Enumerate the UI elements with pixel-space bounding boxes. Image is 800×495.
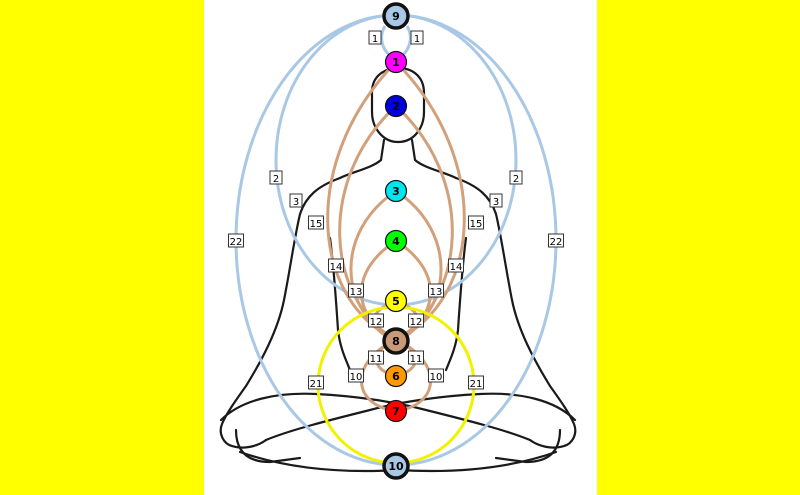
edge-label-box	[408, 313, 424, 328]
edge-label-box	[308, 215, 324, 230]
node-2: 2	[384, 94, 408, 118]
edge-label: 12	[368, 313, 384, 328]
edge-label-text: 11	[370, 354, 383, 365]
edge-label-box	[428, 283, 444, 298]
node-8: 8	[382, 327, 410, 355]
node-3: 3	[384, 179, 408, 203]
edge-label-box	[308, 375, 324, 390]
edge-label: 3	[489, 193, 503, 208]
edge-label: 14	[328, 258, 344, 273]
edge-label-text: 14	[330, 262, 343, 273]
node-10-label: 10	[388, 460, 404, 473]
edge-label: 15	[468, 215, 484, 230]
edge-label: 1	[410, 30, 424, 45]
node-4-circle	[384, 229, 408, 253]
edge-label: 22	[548, 233, 564, 248]
edge-label-text: 15	[310, 219, 323, 230]
node-5-circle	[384, 289, 408, 313]
edge-label: 10	[428, 368, 444, 383]
edge-label-text: 13	[350, 287, 363, 298]
edge-label-text: 14	[450, 262, 463, 273]
edge-label-text: 11	[410, 354, 423, 365]
node-4: 4	[384, 229, 408, 253]
node-1: 1	[384, 50, 408, 74]
edge-label-box	[269, 170, 283, 185]
node-6-label: 6	[392, 370, 400, 383]
edge-label-text: 10	[350, 372, 363, 383]
edge-label-box	[348, 283, 364, 298]
node-4-label: 4	[392, 235, 400, 248]
edge-label-box	[368, 30, 382, 45]
node-1-circle	[384, 50, 408, 74]
edge-label-text: 13	[430, 287, 443, 298]
edge-label-box	[509, 170, 523, 185]
node-10: 10	[382, 452, 410, 480]
node-1-label: 1	[392, 56, 400, 69]
edge-label: 13	[348, 283, 364, 298]
edge-label: 1	[368, 30, 382, 45]
edge-label: 3	[289, 193, 303, 208]
edge-label-box	[368, 313, 384, 328]
edge-label-text: 3	[493, 197, 499, 208]
edge-label-box	[408, 350, 424, 365]
edge-label-box	[448, 258, 464, 273]
node-9: 9	[382, 2, 410, 30]
edge-label-text: 2	[513, 174, 519, 185]
node-3-circle	[384, 179, 408, 203]
edge-label-box	[548, 233, 564, 248]
node-2-circle	[384, 94, 408, 118]
node-6-circle	[384, 364, 408, 388]
edge-label: 14	[448, 258, 464, 273]
edge-label: 13	[428, 283, 444, 298]
node-8-label: 8	[392, 335, 400, 348]
edge-label: 10	[348, 368, 364, 383]
edge-label-box	[228, 233, 244, 248]
edge-label-box	[489, 193, 503, 208]
edge-label: 11	[408, 350, 424, 365]
edge-label-box	[428, 368, 444, 383]
node-8-circle	[382, 327, 410, 355]
edge-label: 21	[468, 375, 484, 390]
edge-label-box	[410, 30, 424, 45]
node-2-label: 2	[392, 100, 400, 113]
edge-label-text: 12	[370, 317, 383, 328]
edge-label: 12	[408, 313, 424, 328]
node-9-circle	[382, 2, 410, 30]
edge-label-box	[468, 215, 484, 230]
edge-label: 21	[308, 375, 324, 390]
edge-label-text: 2	[273, 174, 279, 185]
edge-label-text: 12	[410, 317, 423, 328]
edge-label-box	[368, 350, 384, 365]
node-3-label: 3	[392, 185, 400, 198]
edge-label-box	[468, 375, 484, 390]
edge-label-text: 10	[430, 372, 443, 383]
edge-label-text: 1	[414, 34, 420, 45]
edge-label-text: 21	[310, 379, 323, 390]
node-5-label: 5	[392, 295, 400, 308]
edge-label-box	[348, 368, 364, 383]
edge-label-text: 3	[293, 197, 299, 208]
edge-label: 2	[509, 170, 523, 185]
edge-label-text: 15	[470, 219, 483, 230]
edge-label-text: 21	[470, 379, 483, 390]
edge-label: 15	[308, 215, 324, 230]
edge-label-box	[289, 193, 303, 208]
edge-label-text: 22	[550, 237, 563, 248]
node-6: 6	[384, 364, 408, 388]
node-7-label: 7	[392, 405, 400, 418]
edge-label: 22	[228, 233, 244, 248]
node-7: 7	[384, 399, 408, 423]
edge-label: 11	[368, 350, 384, 365]
node-10-circle	[382, 452, 410, 480]
edge-label-text: 1	[372, 34, 378, 45]
edge-label-text: 22	[230, 237, 243, 248]
node-5: 5	[384, 289, 408, 313]
node-7-circle	[384, 399, 408, 423]
edge-label-box	[328, 258, 344, 273]
edge-label: 2	[269, 170, 283, 185]
chakra-nodes: 9 1 2 3 4 5 8 6 7 10	[382, 2, 410, 480]
node-9-label: 9	[392, 10, 400, 23]
